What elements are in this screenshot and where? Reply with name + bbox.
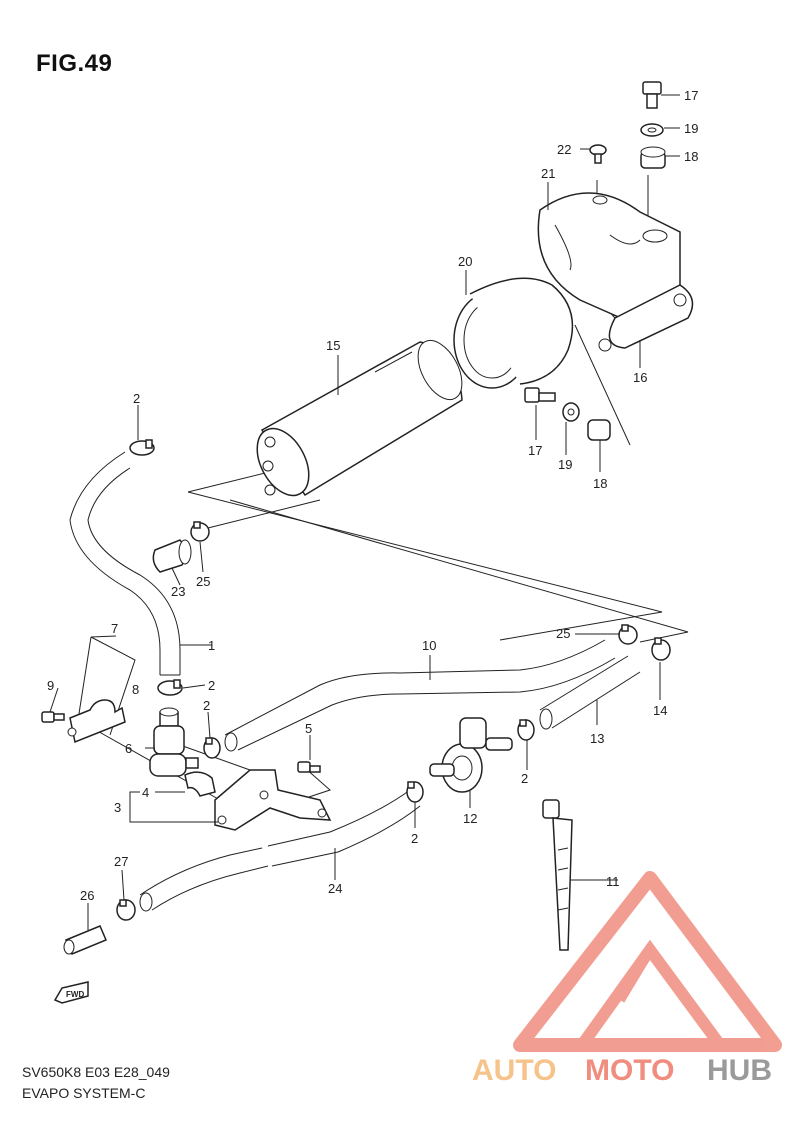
figure-name: EVAPO SYSTEM-C <box>22 1085 146 1101</box>
callout-2-a: 2 <box>133 391 140 406</box>
callout-labels: 1 2 2 2 2 2 3 4 5 6 7 8 9 10 11 12 13 14… <box>47 88 698 903</box>
part-21-bracket <box>537 192 681 323</box>
callout-25-a: 25 <box>196 574 210 589</box>
callout-6: 6 <box>125 741 132 756</box>
watermark-triangle-outer <box>513 871 782 1052</box>
callout-1: 1 <box>208 638 215 653</box>
clamp-2-b <box>157 679 183 696</box>
callout-8: 8 <box>132 682 139 697</box>
watermark-logo <box>513 871 782 1052</box>
clamp-2-e <box>517 719 535 741</box>
hose-24 <box>139 789 421 912</box>
bolt-5 <box>297 761 321 773</box>
callout-2-d: 2 <box>411 831 418 846</box>
callout-7: 7 <box>111 621 118 636</box>
part-8-clamp <box>184 771 216 797</box>
hose-13 <box>539 655 641 730</box>
callout-2-b: 2 <box>208 678 215 693</box>
callout-13: 13 <box>590 731 604 746</box>
part-7-clamp <box>67 699 126 744</box>
callout-27: 27 <box>114 854 128 869</box>
callout-11: 11 <box>606 874 620 889</box>
callout-2-e: 2 <box>521 771 528 786</box>
fwd-arrow: FWD <box>53 981 89 1004</box>
part-20-cushion-sleeve <box>453 277 574 389</box>
part-16-bracket-lower <box>598 284 694 352</box>
watermark-wordmark: AUTO MOTO HUB <box>472 1054 772 1087</box>
callout-3: 3 <box>114 800 121 815</box>
callout-5: 5 <box>305 721 312 736</box>
clamp-25-a <box>190 521 210 542</box>
watermark-triangle-inner <box>577 939 725 1049</box>
callout-19-top: 19 <box>684 121 698 136</box>
callout-15: 15 <box>326 338 340 353</box>
bolt-9 <box>41 711 65 723</box>
callout-24: 24 <box>328 881 342 896</box>
leader-lines <box>49 94 680 930</box>
watermark-word-3: HUB <box>707 1054 772 1087</box>
hardware-top <box>589 81 666 169</box>
hardware-side <box>524 387 611 441</box>
fwd-arrow-label: FWD <box>66 990 84 999</box>
callout-25-b: 25 <box>556 626 570 641</box>
clamp-2-d <box>406 781 424 803</box>
callout-16: 16 <box>633 370 647 385</box>
clamp-25-b <box>618 624 638 645</box>
clamp-14 <box>651 637 671 661</box>
part-26-pipe <box>63 925 107 955</box>
callout-12: 12 <box>463 811 477 826</box>
callout-14: 14 <box>653 703 667 718</box>
clamp-2-a <box>129 439 155 456</box>
part-15-canister <box>256 340 463 497</box>
callout-20: 20 <box>458 254 472 269</box>
part-6-valve <box>149 707 199 777</box>
callout-21: 21 <box>541 166 555 181</box>
callout-23: 23 <box>171 584 185 599</box>
callout-22: 22 <box>557 142 571 157</box>
callout-18-top: 18 <box>684 149 698 164</box>
hose-1 <box>69 451 181 676</box>
watermark-word-1: AUTO <box>472 1054 556 1087</box>
part-11-cable-tie <box>542 799 573 951</box>
callout-26: 26 <box>80 888 94 903</box>
part-4-bracket <box>214 769 332 831</box>
bolts <box>41 711 321 773</box>
hose-10 <box>224 639 616 752</box>
clamp-2-c <box>203 737 221 759</box>
callout-17-top: 17 <box>684 88 698 103</box>
callout-2-c: 2 <box>203 698 210 713</box>
clamp-27 <box>116 899 136 921</box>
callout-9: 9 <box>47 678 54 693</box>
clamps <box>116 439 671 921</box>
callout-17-side: 17 <box>528 443 542 458</box>
part-23-cap <box>152 539 192 573</box>
figure-title: FIG.49 <box>36 50 113 77</box>
watermark-word-2: MOTO <box>585 1054 674 1087</box>
watermark-notch <box>615 947 655 1003</box>
callout-18-side: 18 <box>593 476 607 491</box>
part-12-tee <box>429 717 513 793</box>
callout-19-side: 19 <box>558 457 572 472</box>
figure-code: SV650K8 E03 E28_049 <box>22 1064 170 1080</box>
callout-4: 4 <box>142 785 149 800</box>
callout-10: 10 <box>422 638 436 653</box>
